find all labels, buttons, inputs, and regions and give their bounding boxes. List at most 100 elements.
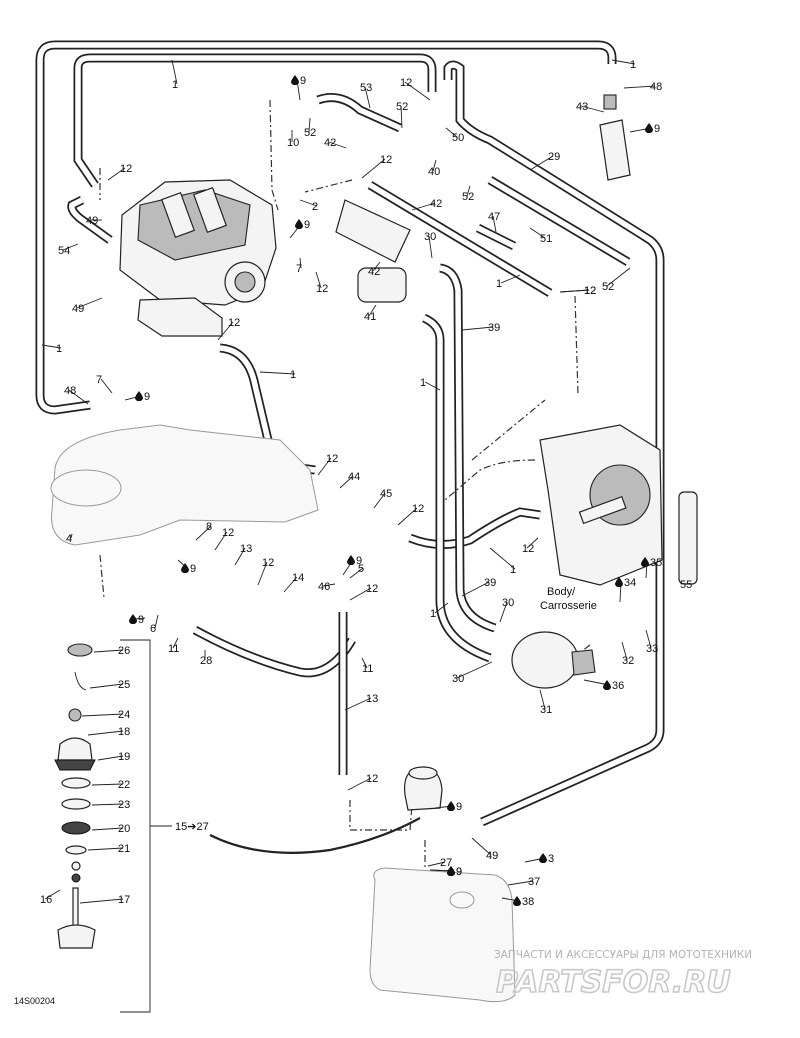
callout-number: 4 <box>66 533 72 545</box>
callout-leader <box>621 641 628 661</box>
callout-number: 1 <box>56 343 62 355</box>
callout-number: 9 <box>138 614 144 626</box>
callout-number: 39 <box>484 577 496 589</box>
callout-number: 23 <box>118 799 130 811</box>
callout-leader <box>373 492 386 509</box>
callout-leader <box>645 629 652 649</box>
callout-number: 12 <box>366 773 378 785</box>
callout-number: 31 <box>540 704 552 716</box>
callout-leader <box>492 215 497 233</box>
callout-leader <box>372 261 381 272</box>
callout-number: 17 <box>118 894 130 906</box>
callout-number: 48 <box>64 385 76 397</box>
callout-number: 49 <box>72 303 84 315</box>
pressure-cap-assembly <box>54 643 96 949</box>
callout-leader <box>93 649 124 653</box>
callout-leader <box>317 457 332 476</box>
callout-number: 37 <box>528 876 540 888</box>
callout-number: 40 <box>428 166 440 178</box>
callout-leader <box>91 827 124 831</box>
callout-number: 49 <box>86 215 98 227</box>
callout-leader <box>424 381 441 391</box>
callout-number: 1 <box>420 377 426 389</box>
callout-leader <box>91 783 124 786</box>
callout-leader <box>445 127 458 138</box>
callout-leader <box>134 617 146 620</box>
callout-leader <box>68 389 89 405</box>
callout-leader <box>461 581 490 597</box>
callout-leader <box>500 274 521 284</box>
callout-number: 9 <box>144 391 150 403</box>
watermark-logo: PARTSFOR.RU <box>496 965 731 1000</box>
callout-leader <box>428 235 433 259</box>
callout-leader <box>154 614 159 629</box>
callout-number: 21 <box>118 843 130 855</box>
fuel-tank-ghost <box>50 424 319 546</box>
callout-leader <box>489 547 516 570</box>
lubricant-drop-icon <box>603 680 611 690</box>
callout-number: 25 <box>118 679 130 691</box>
callout-number: 14 <box>292 572 304 584</box>
lubricant-drop-icon <box>135 391 143 401</box>
expansion-tank <box>403 766 443 811</box>
callout-number: 52 <box>304 127 316 139</box>
callout-leader <box>257 561 268 586</box>
callout-number: 49 <box>486 850 498 862</box>
lubricant-drop-icon <box>181 563 189 573</box>
callout-number: 41 <box>364 311 376 323</box>
callout-leader <box>87 847 124 851</box>
callout-leader <box>507 880 534 886</box>
callout-leader <box>62 243 79 251</box>
callout-number: 3 <box>548 853 554 865</box>
callout-number: 12 <box>400 77 412 89</box>
callout-leader <box>107 167 126 181</box>
callout-number: 54 <box>58 245 70 257</box>
callout-number: 52 <box>396 101 408 113</box>
callout-leader <box>404 81 431 101</box>
callout-leader <box>361 158 386 179</box>
callout-leader <box>79 898 124 904</box>
callout-leader <box>411 202 436 211</box>
callout-leader <box>70 533 73 539</box>
callout-number: 20 <box>118 823 130 835</box>
callout-leader <box>347 777 372 791</box>
callout-leader <box>526 537 539 549</box>
callout-leader <box>100 378 113 394</box>
callout-number: 43 <box>576 101 588 113</box>
callout-leader <box>87 730 124 736</box>
callout-number: 12 <box>584 285 596 297</box>
callout-number: 52 <box>462 191 474 203</box>
callout-number: 51 <box>540 233 552 245</box>
lubricant-drop-icon <box>539 853 547 863</box>
callout-number: 24 <box>118 709 130 721</box>
callout-leader <box>559 289 590 293</box>
callout-leader <box>368 304 377 317</box>
callout-leader <box>195 525 212 541</box>
callout-number: 12 <box>316 283 328 295</box>
callout-number: 12 <box>262 557 274 569</box>
callout-leader <box>299 199 318 207</box>
lubricant-drop-icon <box>513 896 521 906</box>
callout-leader <box>349 587 372 601</box>
callout-number: 7 <box>96 374 102 386</box>
callout-leader <box>432 159 437 172</box>
callout-leader <box>400 105 403 129</box>
callout-leader <box>217 321 234 341</box>
callout-number: 1 <box>510 564 516 576</box>
callout-number: 32 <box>622 655 634 667</box>
callout-number: 12 <box>228 317 240 329</box>
callout-leader <box>529 155 554 171</box>
callout-number: 18 <box>118 726 130 738</box>
callout-leader <box>606 267 631 287</box>
callout-number: 16 <box>40 894 52 906</box>
callout-leader <box>499 601 508 623</box>
lubricant-drop-icon <box>295 219 303 229</box>
callout-number: 27 <box>440 857 452 869</box>
callout-leader <box>81 713 124 717</box>
callout-leader <box>344 697 372 711</box>
callout-number: 26 <box>118 645 130 657</box>
callout-leader <box>339 475 354 489</box>
lubricant-drop-icon <box>129 614 137 624</box>
engine <box>119 179 277 306</box>
callout-number: 38 <box>522 896 534 908</box>
